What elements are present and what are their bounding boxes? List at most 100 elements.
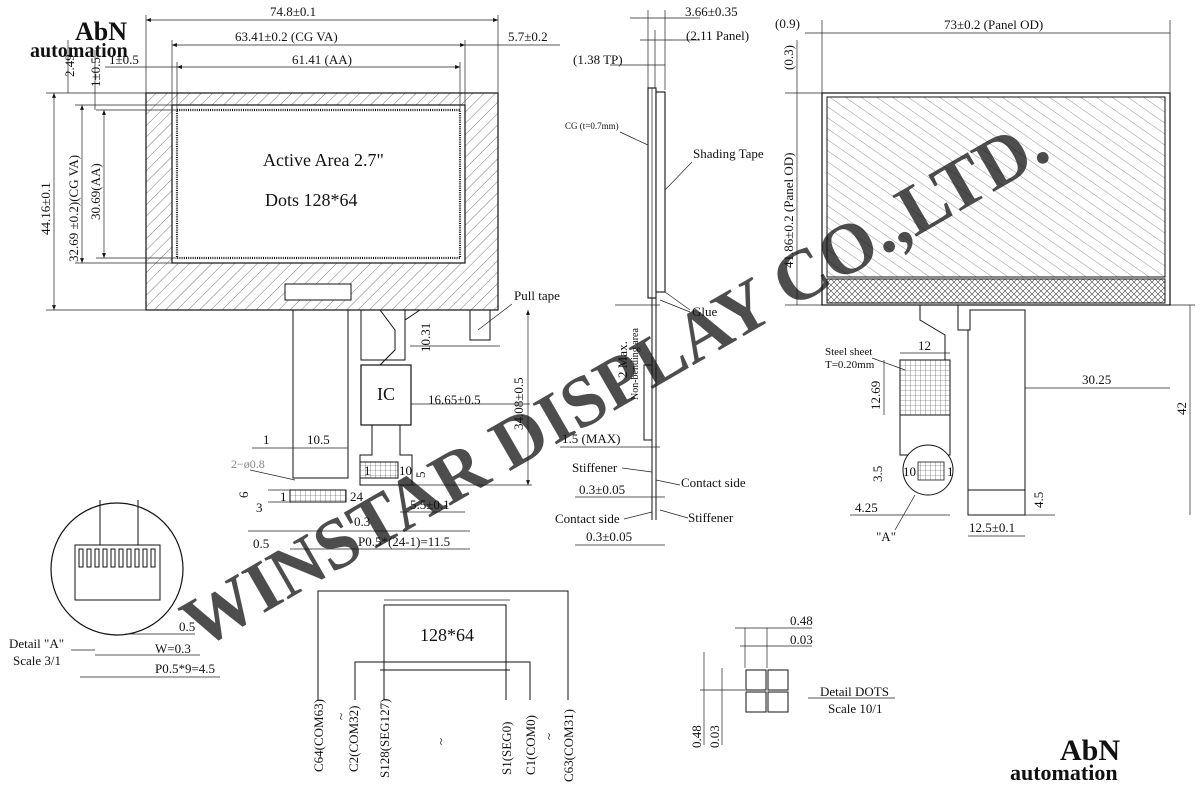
back-view: (0.9) 73±0.2 (Panel OD) (0.3) 41.86±0.2 …	[775, 16, 1195, 544]
dim-top-margin: 1±0.5	[88, 57, 103, 87]
non-bending-area-label: Non-bending area	[630, 328, 641, 400]
stiffener-bottom-label: Stiffener	[688, 510, 734, 525]
dot-cell	[745, 669, 767, 691]
dim-steel-width: 12	[918, 338, 931, 353]
dim-425: 4.25	[855, 500, 878, 515]
dim-panel-od-width: 73±0.2 (Panel OD)	[944, 17, 1043, 32]
dim-max-thickness: 1.5 (MAX)	[562, 431, 621, 446]
pull-tape-label: Pull tape	[514, 288, 560, 303]
dim-dot-size: 0.48	[790, 613, 813, 628]
dim-cg-va-height: 32.69 ±0.2)(CG VA)	[66, 155, 81, 262]
pin-10: 10	[399, 463, 412, 478]
dim-left-margin: 1±0.5	[109, 52, 139, 67]
active-area-label: Active Area 2.7"	[263, 150, 384, 170]
dim-width: 74.8±0.1	[270, 4, 316, 19]
label-tilde-1: ~	[333, 713, 348, 720]
dim-fpc-width: 12.5±0.1	[969, 520, 1015, 535]
detail-dots-scale: Scale 10/1	[828, 701, 883, 716]
ic-label: IC	[377, 384, 395, 404]
dim-holes: 2−ø0.8	[231, 457, 265, 471]
steel-thickness-label: T=0.20mm	[825, 359, 875, 371]
dim-pin-pitch: P0.5*(24-1)=11.5	[358, 534, 450, 549]
viewing-area	[171, 104, 466, 264]
label-s128: S128(SEG127)	[377, 699, 392, 778]
detail-dots: 0.48 0.03 0.48 0.03 Detail DOTS Scale 10…	[689, 613, 895, 748]
dim-total-height: 42	[1174, 402, 1189, 415]
dim-panel: (2.11 Panel)	[686, 28, 749, 43]
dim-dot-gap: 0.03	[790, 632, 813, 647]
back-bottom-strip	[826, 278, 1166, 304]
dim-aa-height: 30.69(AA)	[88, 163, 103, 220]
logo-text-line1: AbN	[1060, 734, 1120, 767]
dim-total-thickness: 3.66±0.35	[685, 4, 738, 19]
logo-text-line1: AbN	[75, 17, 127, 46]
dim-height: 44.16±0.1	[38, 182, 53, 235]
pin-24: 24	[350, 489, 364, 504]
dim-fpc-offset: 10.31	[418, 323, 433, 352]
dot-cell	[767, 691, 789, 713]
label-c2: C2(COM32)	[346, 706, 361, 772]
dim-ic-offset: 16.65±0.5	[428, 392, 481, 407]
dim-gap-03: 0.3	[354, 514, 370, 529]
dim-dot-gap-v: 0.03	[707, 725, 722, 748]
dim-35: 3.5	[870, 466, 885, 482]
dot-cell	[767, 669, 789, 691]
label-c1: C1(COM0)	[523, 715, 538, 775]
dim-tp: (1.38 TP)	[573, 52, 623, 67]
logo-text-line2: automation	[1010, 760, 1118, 785]
dim-top-offset: 2.49	[62, 54, 77, 77]
fpc-tail	[292, 310, 349, 479]
dim-pad-pitch-width: 10.5	[307, 432, 330, 447]
steel-sheet	[899, 359, 951, 416]
pixel-layout: 128*64 C64(COM63) ~ C2(COM32) S128(SEG12…	[311, 590, 576, 782]
label-c64: C64(COM63)	[311, 699, 326, 772]
side-view: 3.66±0.35 (2.11 Panel) (1.38 TP) CG (t=0…	[555, 4, 764, 546]
pin-10-back: 10	[903, 464, 916, 479]
resolution-label: 128*64	[420, 625, 474, 645]
dim-fpc-offset: 30.25	[1082, 372, 1111, 387]
contact-side-right-label: Contact side	[681, 475, 746, 490]
dim-dot-size-v: 0.48	[689, 725, 704, 748]
detail-a-zoom	[50, 502, 184, 636]
glue-label: Glue	[692, 304, 718, 319]
detail-a-label: "A"	[876, 529, 896, 544]
cg-label: CG (t=0.7mm)	[565, 121, 619, 131]
stiffener-top-label: Stiffener	[572, 460, 618, 475]
connector-pads	[289, 489, 347, 503]
dim-conn-width: 5.5±0.1	[410, 497, 450, 512]
non-bending-label: 2 Max.	[615, 341, 630, 378]
dim-thickness-2: 0.3±0.05	[586, 529, 632, 544]
logo-text-line2: automation	[30, 40, 128, 62]
pin-1-left: 1	[280, 489, 287, 504]
detail-a: Detail "A" Scale 3/1 0.5 W=0.3 P0.5*9=4.…	[9, 500, 220, 678]
dim-right-offset: 5.7±0.2	[508, 29, 548, 44]
dim-steel-height: 12.69	[868, 381, 883, 410]
dim-height-3: 3	[256, 500, 263, 515]
pin-1-back: 1	[947, 464, 954, 479]
active-area	[175, 108, 462, 260]
dim-cg-va-width: 63.41±0.2 (CG VA)	[235, 29, 338, 44]
dim-top-offset: (0.3)	[781, 45, 796, 70]
detail-a-scale: Scale 3/1	[13, 653, 61, 668]
dim-left-offset: (0.9)	[775, 16, 800, 31]
fpc-stub	[284, 283, 352, 301]
shading-tape-label: Shading Tape	[693, 146, 764, 161]
label-c63: C63(COM31)	[561, 709, 576, 782]
detail-a-gap: 0.5	[179, 619, 195, 634]
logo-top-left: AbN automation	[30, 17, 128, 62]
contact-side-left-label: Contact side	[555, 511, 620, 526]
dim-gap-05: 0.5	[253, 536, 269, 551]
dot-cell	[745, 691, 767, 713]
detail-dots-title: Detail DOTS	[820, 684, 889, 699]
ic-chip	[360, 364, 412, 426]
logo-bottom-right: AbN automation	[1010, 734, 1120, 785]
detail-a-pitch: P0.5*9=4.5	[155, 661, 215, 676]
detail-a-title: Detail "A"	[9, 636, 64, 651]
dim-45: 4.5	[1031, 492, 1046, 508]
dim-fpc-length: 34.08±0.5	[511, 377, 526, 430]
label-tilde-3: ~	[541, 733, 556, 740]
dim-height-6: 6	[236, 491, 251, 498]
pin-1: 1	[364, 463, 371, 478]
label-tilde-2: ~	[433, 738, 448, 745]
